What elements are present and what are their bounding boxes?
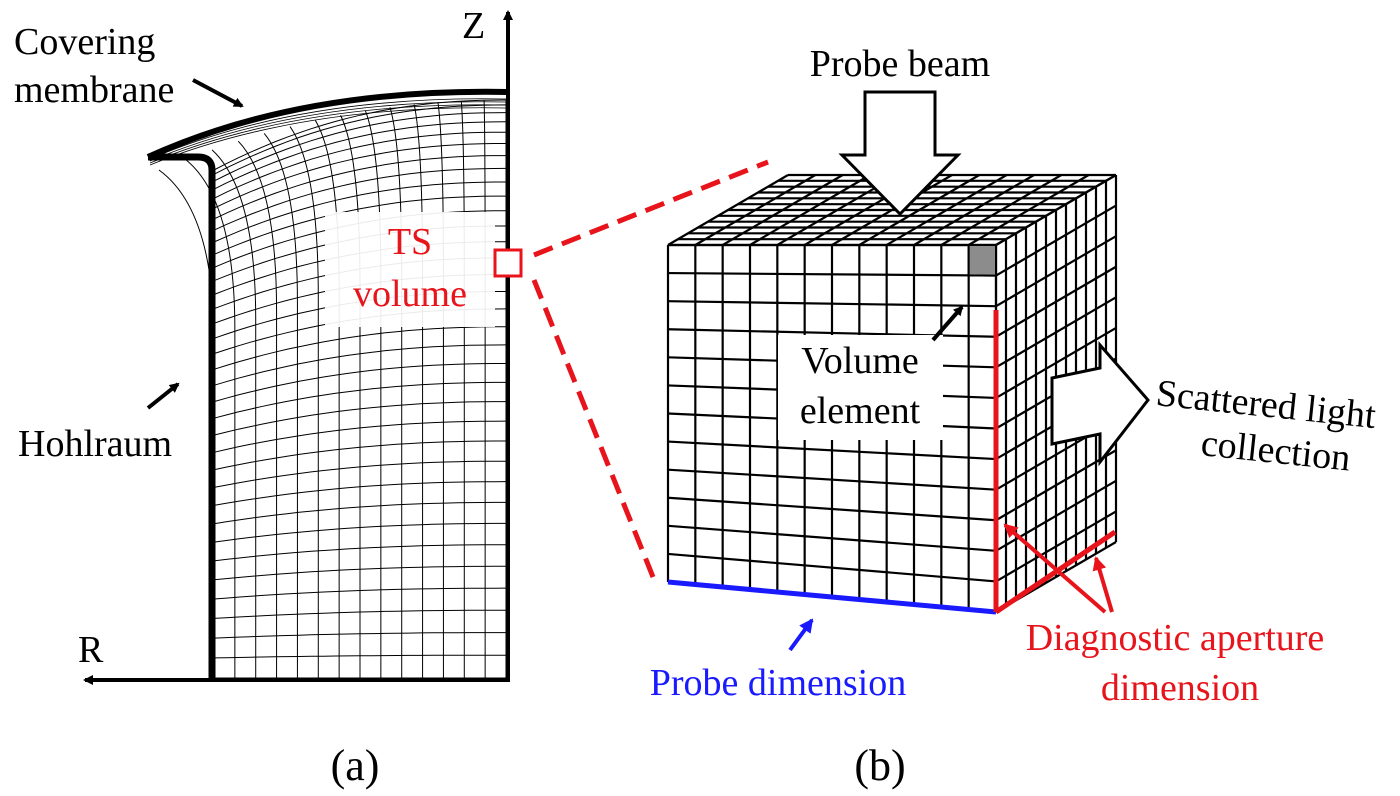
probe-dimension-label: Probe dimension — [650, 662, 906, 704]
hohlraum-mesh — [149, 98, 507, 679]
mesh-line — [389, 107, 403, 678]
mesh-line — [213, 167, 507, 231]
covering-membrane — [146, 88, 509, 160]
mesh-line — [211, 149, 257, 678]
cube-grid-line — [667, 524, 997, 552]
mesh-line — [213, 587, 507, 600]
mesh-line — [149, 107, 507, 166]
covering-label-1: Covering — [14, 21, 155, 63]
volume-element-arrow-icon — [931, 305, 964, 342]
scattered-light-block-arrow-icon — [1050, 341, 1150, 467]
axis-z-label: Z — [462, 5, 485, 47]
mesh-line — [460, 100, 465, 678]
mesh-line — [237, 140, 278, 678]
zoom-line-upper — [533, 159, 769, 258]
mesh-line — [213, 522, 506, 543]
mesh-line — [413, 104, 424, 678]
panel-a-label: (a) — [331, 741, 380, 790]
covering-label-2: membrane — [14, 69, 174, 111]
mesh-line — [213, 155, 506, 220]
mesh-line — [149, 98, 507, 160]
mesh-line — [213, 181, 506, 243]
mesh-line — [213, 654, 506, 659]
volume-label-patch — [778, 335, 943, 440]
ts-label-2: volume — [353, 273, 467, 315]
mesh-line — [213, 481, 507, 506]
probe-beam-block-arrow-icon — [838, 90, 962, 217]
mesh-line — [213, 544, 506, 562]
aperture-arrow-1-icon — [1003, 523, 1107, 614]
mesh-line — [213, 420, 507, 453]
mesh-line — [149, 101, 507, 162]
mesh-line — [213, 609, 506, 619]
hohlraum-wall — [148, 153, 216, 680]
axis-r-label: R — [78, 629, 104, 671]
aperture-arrow-2-icon — [1092, 556, 1114, 613]
mesh-line — [185, 159, 236, 678]
mesh-line — [213, 501, 506, 525]
mesh-line — [437, 102, 444, 678]
mesh-line — [263, 133, 298, 678]
panel-b: Probe beam Volume element Scattered ligh… — [650, 43, 1378, 790]
scattered-label-1: Scattered light — [1154, 372, 1378, 437]
mesh-line — [213, 401, 506, 436]
mesh-line — [289, 126, 319, 678]
aperture-label-1: Diagnostic aperture — [1026, 617, 1325, 659]
mesh-line — [213, 565, 506, 581]
probe-dimension-arrow-icon — [788, 618, 814, 652]
mesh-line — [483, 100, 486, 678]
ts-volume-box — [493, 248, 523, 278]
hohlraum-label: Hohlraum — [18, 423, 172, 465]
mesh-line — [213, 344, 507, 386]
cube-grid-line — [995, 510, 1117, 583]
volume-element-label-2: element — [800, 390, 921, 432]
mesh-line — [364, 110, 382, 678]
volume-element-label-1: Volume — [801, 340, 919, 382]
ts-label-1: TS — [388, 221, 432, 263]
mesh-line — [213, 143, 506, 209]
ts-label-patch — [325, 212, 495, 327]
volume-element-cell — [967, 244, 997, 277]
panel-b-label: (b) — [854, 741, 905, 790]
mesh-line — [213, 131, 506, 199]
panel-a: Z R Covering membrane Hohlraum TS volume… — [14, 5, 523, 790]
mesh-line — [213, 112, 507, 182]
mesh-line — [149, 104, 507, 164]
mesh-line — [213, 460, 506, 488]
probe-beam-label: Probe beam — [810, 43, 990, 85]
aperture-label-2: dimension — [1101, 667, 1259, 709]
mesh-line — [213, 440, 506, 471]
cube-grid-line — [968, 174, 1090, 246]
probe-dimension-line — [667, 579, 997, 615]
mesh-line — [340, 115, 361, 678]
mesh-line — [213, 104, 507, 175]
covering-arrow-icon — [192, 78, 244, 108]
aperture-diagonal-line — [994, 529, 1117, 615]
cube-grid-line — [667, 552, 997, 583]
mesh-line — [213, 363, 506, 403]
mesh-line — [213, 632, 506, 639]
mesh-line — [213, 195, 506, 255]
hohlraum-arrow-icon — [146, 382, 180, 410]
zoom-line-lower — [531, 279, 658, 583]
mesh-line — [213, 99, 507, 171]
mesh-line — [213, 381, 506, 419]
mesh-line — [213, 326, 507, 370]
mesh-line — [213, 121, 507, 190]
